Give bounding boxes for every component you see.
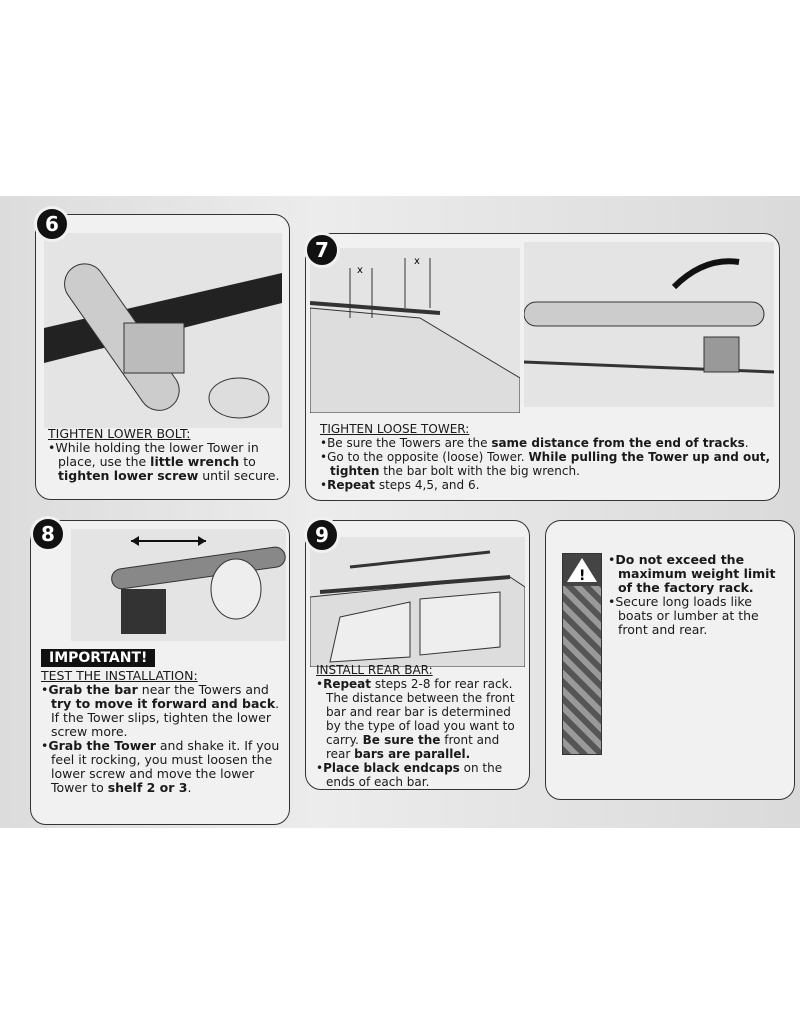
step-6-panel: TIGHTEN LOWER BOLT:•While holding the lo… <box>35 214 290 500</box>
text: Secure long loads like boats or lumber a… <box>615 594 759 637</box>
bullet-item: •Do not exceed the maximum weight limit … <box>608 552 776 595</box>
step-8-panel: IMPORTANT! TEST THE INSTALLATION:•Grab t… <box>30 520 290 825</box>
bold-text: same distance from the end of tracks <box>491 436 745 450</box>
bold-text: While pulling the Tower up and out, tigh… <box>330 450 771 478</box>
step-8-illustration <box>71 529 286 641</box>
bullet-item: •Place black endcaps on the ends of each… <box>316 761 503 789</box>
text: on the ends of each bar. <box>326 761 503 789</box>
text: Go to the opposite (loose) Tower. <box>327 450 529 464</box>
bold-text: bars are parallel. <box>354 747 471 761</box>
bullet-item: •Grab the bar near the Towers and try to… <box>41 682 280 739</box>
bold-text: try to move it forward and back <box>51 696 276 711</box>
step-7-illustration-hand <box>524 242 774 407</box>
step-9-number: 9 <box>304 517 340 553</box>
bullet-item: •Repeat steps 2-8 for rear rack. The dis… <box>316 677 515 761</box>
bullet-item: •Grab the Tower and shake it. If you fee… <box>41 738 280 795</box>
step-8-text: IMPORTANT! TEST THE INSTALLATION:•Grab t… <box>41 649 286 795</box>
bold-text: shelf 2 or 3 <box>107 780 188 795</box>
bold-text: tighten lower screw <box>58 468 199 483</box>
step-9-text: INSTALL REAR BAR:•Repeat steps 2-8 for r… <box>316 663 526 789</box>
text: to <box>239 454 256 469</box>
bold-text: Grab the Tower <box>48 738 156 753</box>
text: . <box>744 436 749 450</box>
step-7-text: TIGHTEN LOOSE TOWER:•Be sure the Towers … <box>320 422 775 492</box>
important-badge: IMPORTANT! <box>41 649 156 667</box>
step-heading: TIGHTEN LOOSE TOWER: <box>320 422 470 436</box>
bold-text: Be sure the <box>362 733 441 747</box>
bold-text: little wrench <box>150 454 240 469</box>
distance-x-label: x <box>414 256 420 267</box>
bold-text: Place black endcaps <box>323 761 460 775</box>
svg-text:!: ! <box>579 568 585 584</box>
step-9-illustration <box>310 537 525 667</box>
step-6-illustration <box>44 233 282 428</box>
step-heading: TIGHTEN LOWER BOLT: <box>48 426 191 441</box>
step-9-panel: 9 INSTALL REAR BAR:•Repeat steps 2-8 for… <box>304 517 530 790</box>
bullet-item: •Secure long loads like boats or lumber … <box>608 594 759 637</box>
text: . If the Tower slips, tighten the lower … <box>51 696 280 739</box>
text: the bar bolt with the big wrench. <box>379 464 580 478</box>
bullet-item: •Go to the opposite (loose) Tower. While… <box>320 450 771 478</box>
step-heading: TEST THE INSTALLATION: <box>41 668 198 683</box>
text: until secure. <box>198 468 280 483</box>
warning-text: •Do not exceed the maximum weight limit … <box>608 553 790 637</box>
bold-text: Do not exceed the maximum weight limit o… <box>615 552 776 595</box>
bold-text: Grab the bar <box>48 682 138 697</box>
step-7-number: 7 <box>304 232 340 268</box>
bullet-item: •While holding the lower Tower in place,… <box>48 440 280 483</box>
warning-panel: ! •Do not exceed the maximum weight limi… <box>545 520 795 800</box>
distance-x-label: x <box>357 265 363 276</box>
text: Be sure the Towers are the <box>327 436 492 450</box>
text: and shake it. If you feel it rocking, yo… <box>51 738 280 795</box>
step-8-number: 8 <box>30 516 66 552</box>
bullet-item: •Repeat steps 4,5, and 6. <box>320 478 480 492</box>
bullet-item: •Be sure the Towers are the same distanc… <box>320 436 749 450</box>
bold-text: Repeat <box>323 677 372 691</box>
text: near the Towers and <box>137 682 269 697</box>
step-heading: INSTALL REAR BAR: <box>316 663 433 677</box>
step-6-number: 6 <box>34 206 70 242</box>
text: . <box>187 780 192 795</box>
text: steps 4,5, and 6. <box>375 478 480 492</box>
warning-triangle-icon: ! <box>562 553 602 755</box>
step-6-text: TIGHTEN LOWER BOLT:•While holding the lo… <box>48 427 283 483</box>
bold-text: Repeat <box>327 478 376 492</box>
text: While holding the lower Tower in place, … <box>55 440 259 469</box>
text: front and rear <box>326 733 500 761</box>
text: steps 2-8 for rear rack. The distance be… <box>326 677 515 747</box>
